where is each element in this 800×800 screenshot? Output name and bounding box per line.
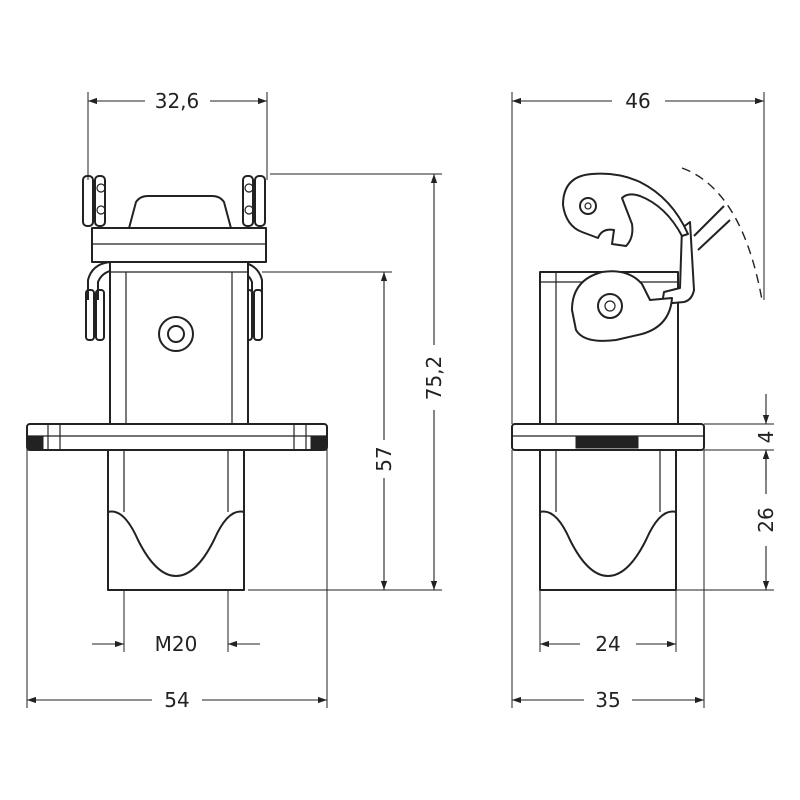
dim-side-lower-width: 24 xyxy=(595,632,620,656)
front-left-latch xyxy=(82,175,106,341)
side-lower-pivot xyxy=(597,293,623,319)
side-swing-arc xyxy=(681,167,763,301)
side-upper-hook xyxy=(562,172,689,247)
side-upper-pivot xyxy=(579,197,597,215)
dimension-lines xyxy=(26,92,774,708)
side-cable-gland xyxy=(539,449,677,591)
front-cable-gland xyxy=(107,449,245,591)
front-flange xyxy=(26,423,328,451)
dimension-labels: 32,6 75,2 57 M20 54 46 4 26 24 35 xyxy=(155,89,778,712)
front-housing-body xyxy=(109,261,249,425)
dim-front-top-width: 32,6 xyxy=(155,89,200,113)
dim-side-flange-width: 35 xyxy=(595,688,620,712)
side-lever-arm xyxy=(661,221,695,305)
dim-front-thread: M20 xyxy=(155,632,198,656)
dim-front-height-body: 57 xyxy=(372,446,396,471)
dim-side-flange-thickness: 4 xyxy=(754,431,778,444)
side-view xyxy=(511,167,763,591)
front-screw-inner xyxy=(167,325,185,343)
front-top-cap xyxy=(127,195,233,233)
front-bridge xyxy=(91,227,267,263)
front-gland-scallop xyxy=(107,510,245,578)
dim-front-height-total: 75,2 xyxy=(422,356,446,401)
side-gland-scallop xyxy=(539,510,677,578)
front-view xyxy=(26,175,328,591)
dim-side-top-width: 46 xyxy=(625,89,650,113)
front-screw-outer xyxy=(158,316,194,352)
dim-side-lower-height: 26 xyxy=(754,507,778,532)
dim-front-flange-width: 54 xyxy=(164,688,189,712)
